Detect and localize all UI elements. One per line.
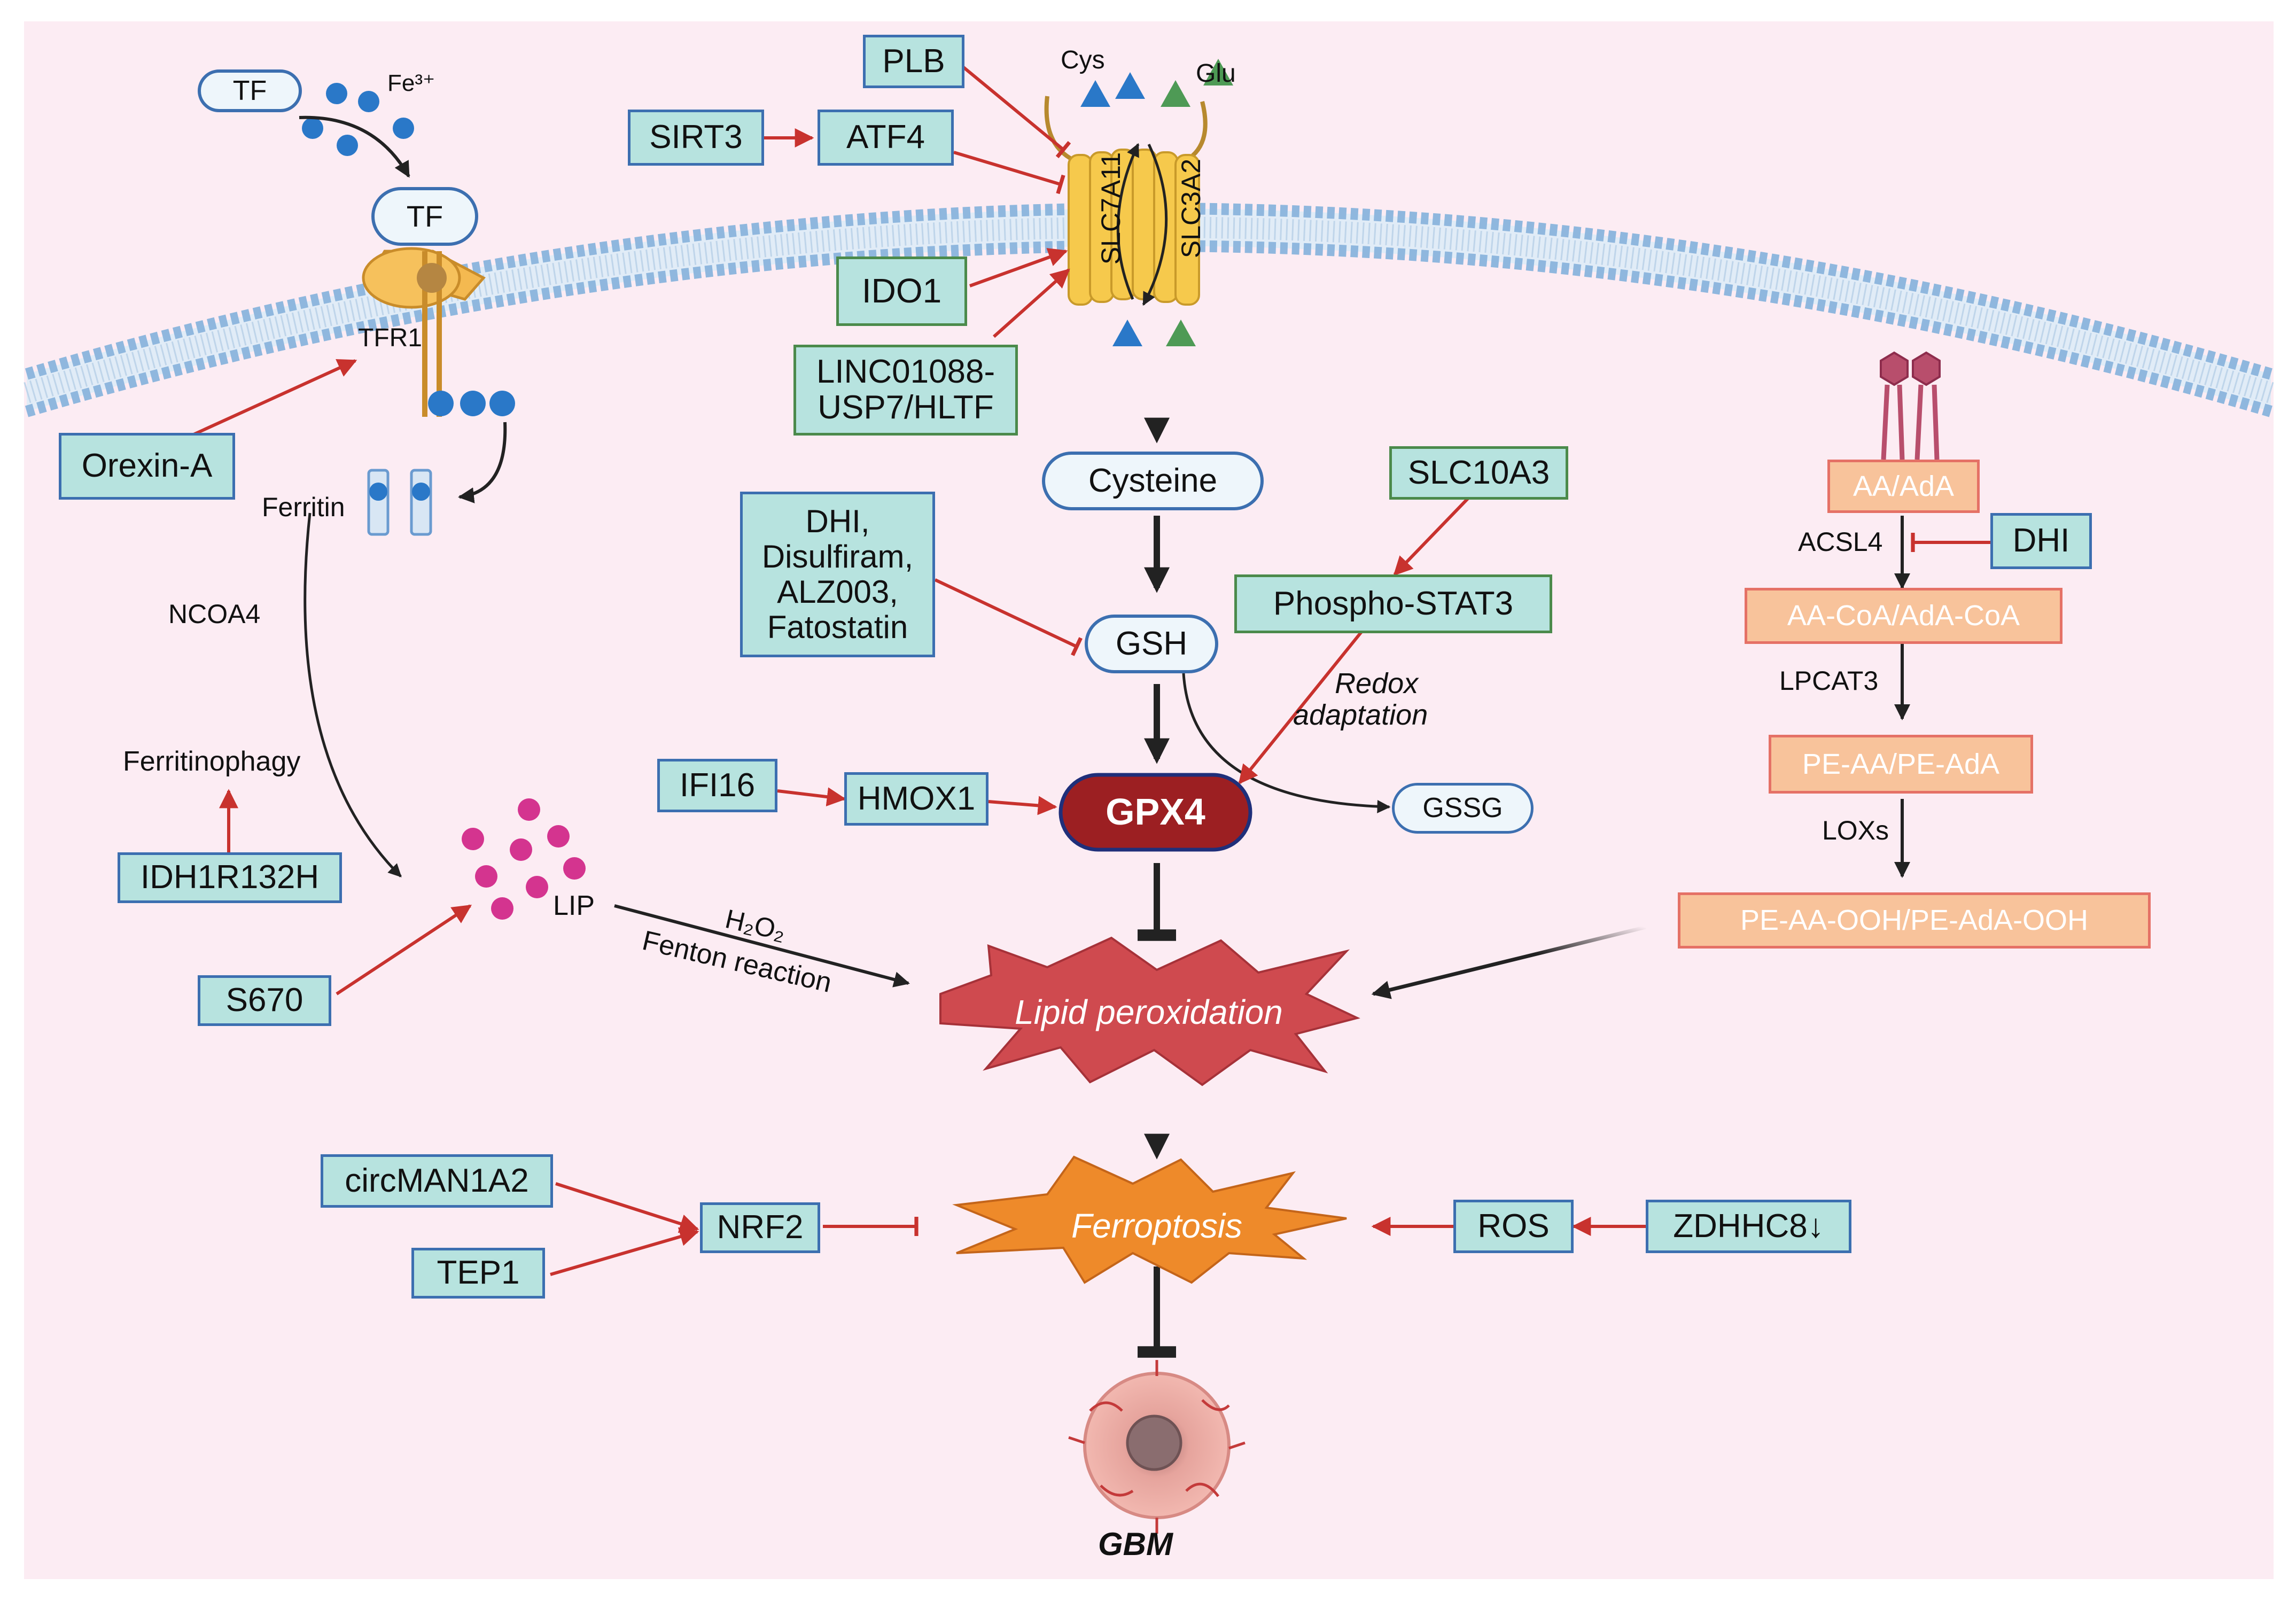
- tf-free-node: TF: [198, 69, 302, 112]
- redox-adaptation-label: Redox adaptation: [1293, 667, 1428, 732]
- lipid-peroxidation-burst: [939, 936, 1360, 1086]
- fenton-reaction-arrow: [614, 904, 910, 988]
- lipid-peroxidation-label: Lipid peroxidation: [1015, 993, 1283, 1032]
- slc3a2-label: SLC3A2: [1176, 158, 1206, 259]
- glu-triangles: [1161, 59, 1233, 346]
- ferroptosis-burst: [952, 1155, 1347, 1284]
- tf-binding-arrow: [299, 115, 410, 178]
- linc-to-transporter-arrow: [993, 268, 1070, 338]
- circman-to-nrf2-arrow: [555, 1182, 699, 1233]
- cys-label: Cys: [1061, 46, 1105, 74]
- tf-bound-node: TF: [371, 187, 478, 246]
- orexin-a-node: Orexin-A: [59, 433, 235, 500]
- linc01088-line2: USP7/HLTF: [818, 389, 994, 426]
- atf4-node: ATF4: [818, 110, 954, 166]
- lip-label: LIP: [553, 890, 595, 921]
- loxs-label: LOXs: [1822, 815, 1889, 845]
- atf4-inhibition: [953, 151, 1065, 195]
- hmox1-to-gpx4-arrow: [988, 796, 1057, 815]
- gsh-node: GSH: [1085, 615, 1218, 673]
- fe3-iron-dots: [302, 83, 414, 156]
- peaaooh-to-lipid-peroxidation-arrow: [1371, 925, 1646, 999]
- ido1-to-transporter-arrow: [969, 248, 1068, 287]
- aa-ada-node: AA/AdA: [1827, 460, 1980, 513]
- fe3-label: Fe³⁺: [387, 70, 435, 96]
- orexin-to-tfr1-arrow: [173, 359, 357, 445]
- phospho-stat3-node: Phospho-STAT3: [1234, 574, 1552, 633]
- linc01088-node: LINC01088- USP7/HLTF: [793, 345, 1018, 436]
- ido1-node: IDO1: [836, 257, 967, 326]
- plb-node: PLB: [863, 35, 964, 88]
- ferritin-label: Ferritin: [262, 492, 345, 522]
- intracellular-iron-dots: [428, 391, 515, 416]
- slc10a3-node: SLC10A3: [1389, 446, 1568, 500]
- nrf2-node: NRF2: [700, 1202, 820, 1253]
- system-xc-transporter: [1044, 96, 1208, 306]
- slc10a3-to-stat3-arrow: [1393, 495, 1471, 576]
- slc7a11-label: SLC7A11: [1096, 152, 1126, 265]
- gbm-tumor-icon: [1068, 1360, 1246, 1534]
- gpx4-label: GPX4: [1106, 791, 1205, 833]
- tep1-node: TEP1: [411, 1248, 545, 1299]
- ncoa4-ferritinophagy-arrow: [303, 512, 402, 877]
- h2o2-label: H₂O₂: [722, 903, 789, 947]
- tfr1-label: TFR1: [358, 324, 422, 352]
- gpx4-node: [1059, 773, 1252, 852]
- s670-node: S670: [198, 975, 331, 1026]
- zdhhc8-node: ZDHHC8↓: [1646, 1200, 1851, 1253]
- linc01088-line1: LINC01088-: [816, 353, 995, 391]
- sirt3-node: SIRT3: [628, 110, 764, 166]
- ros-node: ROS: [1453, 1200, 1574, 1253]
- cysteine-node: Cysteine: [1042, 452, 1264, 510]
- dhi-right-node: DHI: [1990, 513, 2092, 569]
- redox-line2: adaptation: [1293, 699, 1428, 732]
- lip-dots: [462, 798, 586, 920]
- ncoa4-label: NCOA4: [168, 599, 261, 629]
- ferroptosis-label: Ferroptosis: [1071, 1207, 1243, 1246]
- plb-inhibition: [955, 60, 1071, 159]
- dhi-group-line4: Fatostatin: [767, 609, 908, 645]
- dhi-group-inhibition: [934, 578, 1083, 656]
- s670-to-lip-arrow: [336, 904, 472, 996]
- acsl4-label: ACSL4: [1798, 527, 1883, 557]
- gbm-label: GBM: [1098, 1526, 1173, 1562]
- cys-triangles: [1080, 72, 1145, 346]
- stat3-to-gpx4-arrow: [1238, 629, 1364, 784]
- tep1-to-nrf2-arrow: [550, 1227, 699, 1276]
- ferritinophagy-label: Ferritinophagy: [123, 746, 301, 777]
- dhi-group-line3: ALZ003,: [777, 574, 898, 610]
- iron-to-ferritin-arrow: [458, 422, 507, 503]
- redox-line1: Redox: [1335, 667, 1419, 700]
- ferritin-icon: [367, 469, 432, 536]
- ifi16-node: IFI16: [657, 759, 777, 812]
- phospholipid-icon: [1880, 351, 1941, 460]
- lpcat3-label: LPCAT3: [1779, 666, 1879, 696]
- dhi-group-line1: DHI,: [805, 503, 870, 539]
- circman1a2-node: circMAN1A2: [321, 1154, 553, 1208]
- ifi16-to-hmox1-arrow: [777, 787, 846, 807]
- idh1r132h-node: IDH1R132H: [118, 852, 342, 903]
- dhi-group-node: DHI, Disulfiram, ALZ003, Fatostatin: [740, 492, 935, 657]
- dhi-group-line2: Disulfiram,: [761, 539, 914, 574]
- gssg-node: GSSG: [1392, 783, 1534, 834]
- pe-aa-node: PE-AA/PE-AdA: [1769, 735, 2033, 794]
- pe-aa-ooh-node: PE-AA-OOH/PE-AdA-OOH: [1678, 892, 2151, 949]
- glu-label: Glu: [1196, 59, 1236, 88]
- aa-coa-node: AA-CoA/AdA-CoA: [1745, 588, 2062, 644]
- tfr1-receptor: [362, 247, 486, 417]
- hmox1-node: HMOX1: [844, 772, 989, 826]
